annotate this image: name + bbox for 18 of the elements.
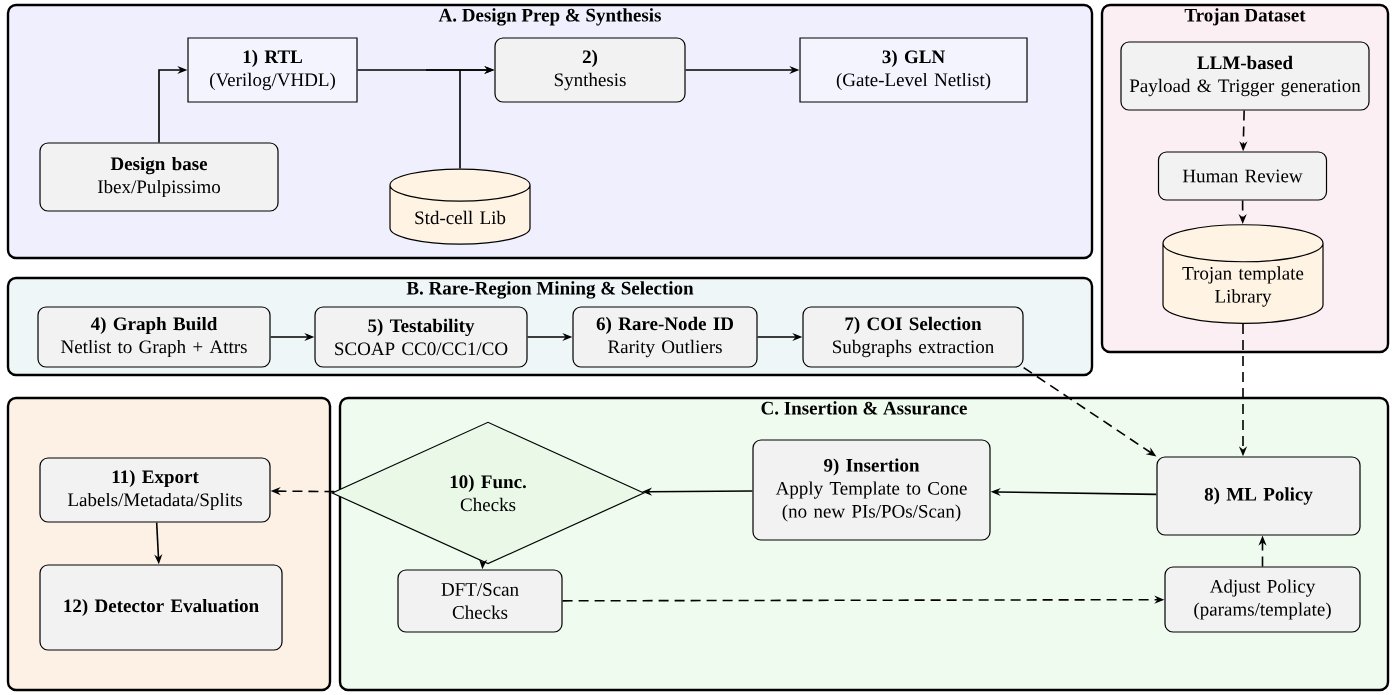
process-box: 12) Detector Evaluation <box>39 564 283 651</box>
process-box: 7) COI Selection Subgraphs extraction <box>802 306 1024 368</box>
process-box: 3) GLN (Gate-Level Netlist) <box>799 37 1028 103</box>
process-box: DFT/Scan Checks <box>397 569 563 633</box>
process-box: 6) Rare-Node ID Rarity Outliers <box>572 306 758 368</box>
process-box: 11) Export Labels/Metadata/Splits <box>39 457 271 523</box>
process-box: 4) Graph Build Netlist to Graph + Attrs <box>37 306 271 368</box>
process-box: 2) Synthesis <box>494 37 686 103</box>
process-box: 8) ML Policy <box>1156 456 1361 536</box>
process-box: 5) Testability SCOAP CC0/CC1/CO <box>314 306 528 368</box>
process-box: LLM-based Payload & Trigger generation <box>1120 41 1370 111</box>
process-box: Design base Ibex/Pulpissimo <box>39 142 279 212</box>
storage-cylinder: Trojan template Library <box>1162 224 1324 324</box>
storage-cylinder: Std-cell Lib <box>389 168 531 245</box>
process-box: 9) Insertion Apply Template to Cone (no new PIs/POs/Scan) <box>752 439 991 541</box>
process-box: Human Review <box>1157 151 1328 201</box>
process-box: Adjust Policy (params/template) <box>1164 566 1361 633</box>
process-box: 1) RTL (Verilog/VHDL) <box>187 37 358 103</box>
